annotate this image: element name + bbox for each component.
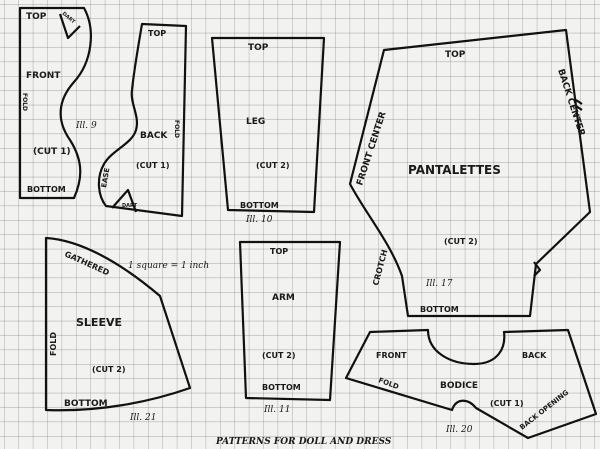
- sleeve-bottom-label: BOTTOM: [64, 399, 108, 409]
- pantalettes-cut-label: (CUT 2): [444, 237, 478, 246]
- leg-bottom-label: BOTTOM: [240, 201, 279, 210]
- pantalettes-top-label: TOP: [445, 50, 466, 60]
- front-cut-label: (CUT 1): [33, 147, 71, 157]
- leg-top-label: TOP: [248, 43, 269, 53]
- back-cut-label: (CUT 1): [136, 161, 170, 170]
- back-dart-label: DART: [122, 203, 138, 209]
- arm-name-label: ARM: [272, 293, 295, 303]
- back-pattern-piece: Ill. 9 TOP BACK FOLD EASE (CUT 1) DART: [75, 22, 188, 218]
- bodice-cut-label: (CUT 1): [490, 399, 524, 408]
- pantalettes-name-label: PANTALETTES: [408, 163, 501, 177]
- leg-name-label: LEG: [246, 117, 265, 127]
- front-fold-label: FOLD: [21, 93, 28, 111]
- front-label: FRONT: [26, 71, 61, 81]
- ill-17-label: Ill. 17: [425, 279, 453, 289]
- sleeve-fold-label: FOLD: [49, 332, 58, 356]
- figure-caption: PATTERNS FOR DOLL AND DRESS: [215, 437, 392, 447]
- leg-pattern-piece: TOP LEG (CUT 2) BOTTOM Ill. 10: [210, 36, 326, 225]
- back-top-label: TOP: [148, 29, 166, 38]
- back-fold-label: FOLD: [173, 120, 180, 138]
- front-bottom-label: BOTTOM: [27, 185, 66, 194]
- arm-cut-label: (CUT 2): [262, 351, 296, 360]
- back-ease-label: EASE: [100, 167, 111, 188]
- bodice-front-label: FRONT: [376, 351, 407, 360]
- ill-11-label: Ill. 11: [263, 405, 291, 415]
- ill-9-label: Ill. 9: [75, 121, 97, 131]
- bodice-name-label: BODICE: [440, 381, 478, 391]
- ill-10-label: Ill. 10: [245, 215, 273, 225]
- leg-cut-label: (CUT 2): [256, 161, 290, 170]
- front-top-label: TOP: [26, 12, 47, 22]
- ill-20-label: Ill. 20: [445, 425, 473, 435]
- sleeve-cut-label: (CUT 2): [92, 365, 126, 374]
- scale-note: 1 square = 1 inch: [128, 261, 209, 271]
- pantalettes-bottom-label: BOTTOM: [420, 305, 459, 314]
- ill-21-label: Ill. 21: [129, 413, 157, 423]
- sleeve-name-label: SLEEVE: [76, 316, 122, 329]
- arm-top-label: TOP: [270, 247, 288, 256]
- arm-pattern-piece: TOP ARM (CUT 2) BOTTOM Ill. 11: [238, 240, 342, 415]
- arm-bottom-label: BOTTOM: [262, 383, 301, 392]
- back-label: BACK: [140, 131, 168, 141]
- bodice-back-label: BACK: [522, 351, 547, 360]
